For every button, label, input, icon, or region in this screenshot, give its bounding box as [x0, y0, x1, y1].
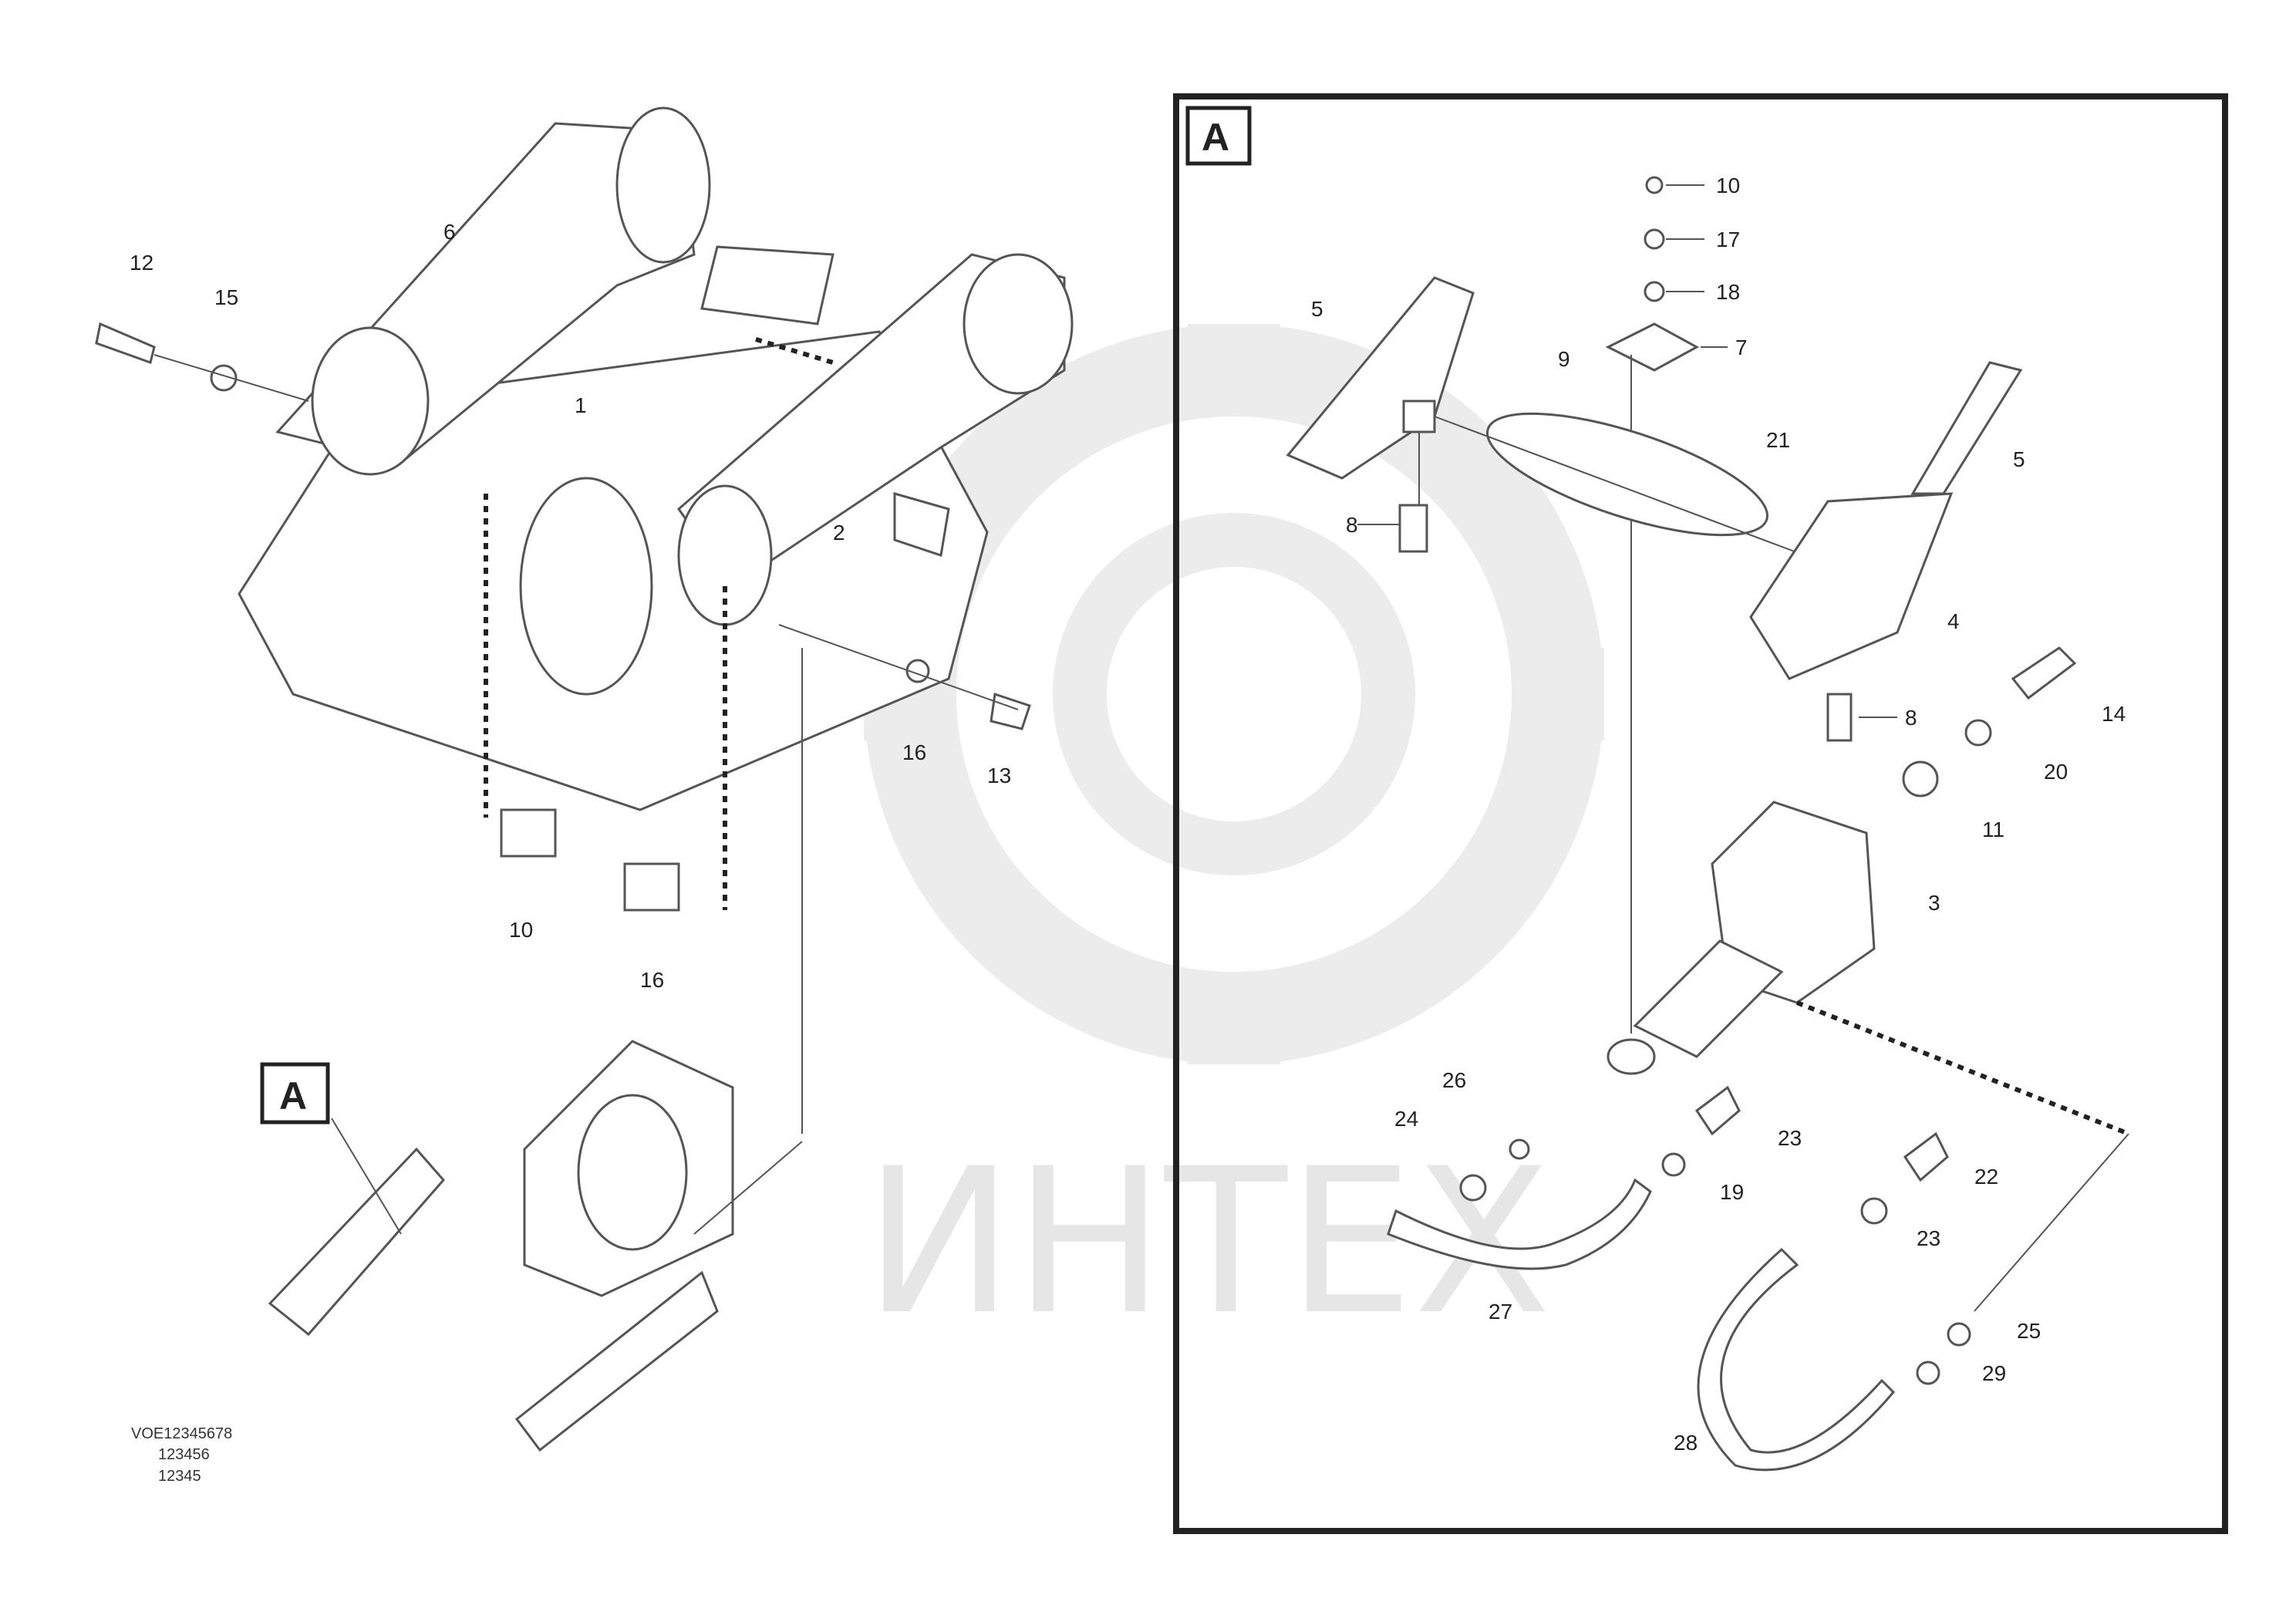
label-25: 25 — [2017, 1319, 2041, 1343]
label-27: 27 — [1489, 1300, 1512, 1324]
detail-view-frame — [1173, 93, 2228, 1534]
label-24: 24 — [1394, 1107, 1418, 1131]
label-3: 3 — [1928, 891, 1940, 915]
label-5b: 5 — [2013, 447, 2025, 471]
lower-bushing — [577, 1094, 688, 1251]
bolt-13 — [990, 693, 1031, 730]
label-6: 6 — [443, 220, 456, 244]
handle-4 — [1749, 492, 1954, 680]
pad-16 — [623, 862, 680, 912]
hose-27 — [1387, 1178, 1652, 1270]
hose-28 — [1697, 1247, 1896, 1472]
view-a-box — [1185, 106, 1252, 166]
left-bushing — [311, 326, 430, 476]
label-10r: 10 — [1716, 174, 1740, 197]
footer-line-2: 123456 — [158, 1446, 210, 1463]
label-1: 1 — [575, 393, 587, 417]
label-23b: 23 — [1917, 1226, 1940, 1250]
top-plate — [700, 245, 834, 325]
bracket — [893, 492, 950, 557]
label-29: 29 — [1982, 1361, 2006, 1385]
view-a-letter: A — [1202, 116, 1229, 159]
label-26: 26 — [1442, 1068, 1466, 1092]
label-14: 14 — [2102, 702, 2126, 726]
label-23a: 23 — [1778, 1126, 1802, 1150]
footer-line-1: VOE12345678 — [131, 1425, 232, 1442]
left-pad-lower — [268, 1147, 445, 1337]
pad-10 — [500, 808, 557, 858]
label-11: 11 — [1982, 818, 2004, 841]
right-pad-lower — [514, 1270, 719, 1452]
label-10: 10 — [509, 918, 533, 942]
label-16b: 16 — [640, 968, 664, 992]
label-5a: 5 — [1311, 297, 1323, 321]
label-8b: 8 — [1905, 706, 1917, 730]
right-arm-boss — [963, 253, 1074, 395]
left-assembly — [95, 106, 1074, 1452]
pin-12 — [95, 322, 156, 364]
footer-line-3: 12345 — [158, 1468, 201, 1485]
center-cylinder — [519, 477, 653, 696]
detail-parts — [1286, 176, 2130, 1472]
label-20: 20 — [2044, 760, 2068, 784]
label-8a: 8 — [1346, 513, 1358, 537]
label-15: 15 — [214, 285, 238, 309]
plate-8 — [1486, 412, 1768, 537]
left-arm-boss — [615, 106, 711, 264]
label-7: 7 — [1735, 336, 1748, 359]
callout-a-letter: A — [279, 1074, 307, 1118]
label-18: 18 — [1716, 280, 1740, 304]
label-2: 2 — [833, 521, 845, 545]
label-22: 22 — [1974, 1165, 1998, 1189]
label-17: 17 — [1716, 228, 1740, 251]
label-19: 19 — [1720, 1180, 1744, 1204]
label-28: 28 — [1674, 1431, 1698, 1455]
label-4: 4 — [1947, 609, 1960, 633]
label-21: 21 — [1766, 428, 1790, 452]
label-13: 13 — [987, 764, 1011, 787]
label-12: 12 — [130, 251, 153, 275]
lever-5 — [1286, 276, 1475, 480]
label-9: 9 — [1558, 347, 1570, 371]
label-16a: 16 — [902, 740, 926, 764]
callout-a-box — [260, 1062, 330, 1125]
washer-15 — [210, 364, 238, 392]
